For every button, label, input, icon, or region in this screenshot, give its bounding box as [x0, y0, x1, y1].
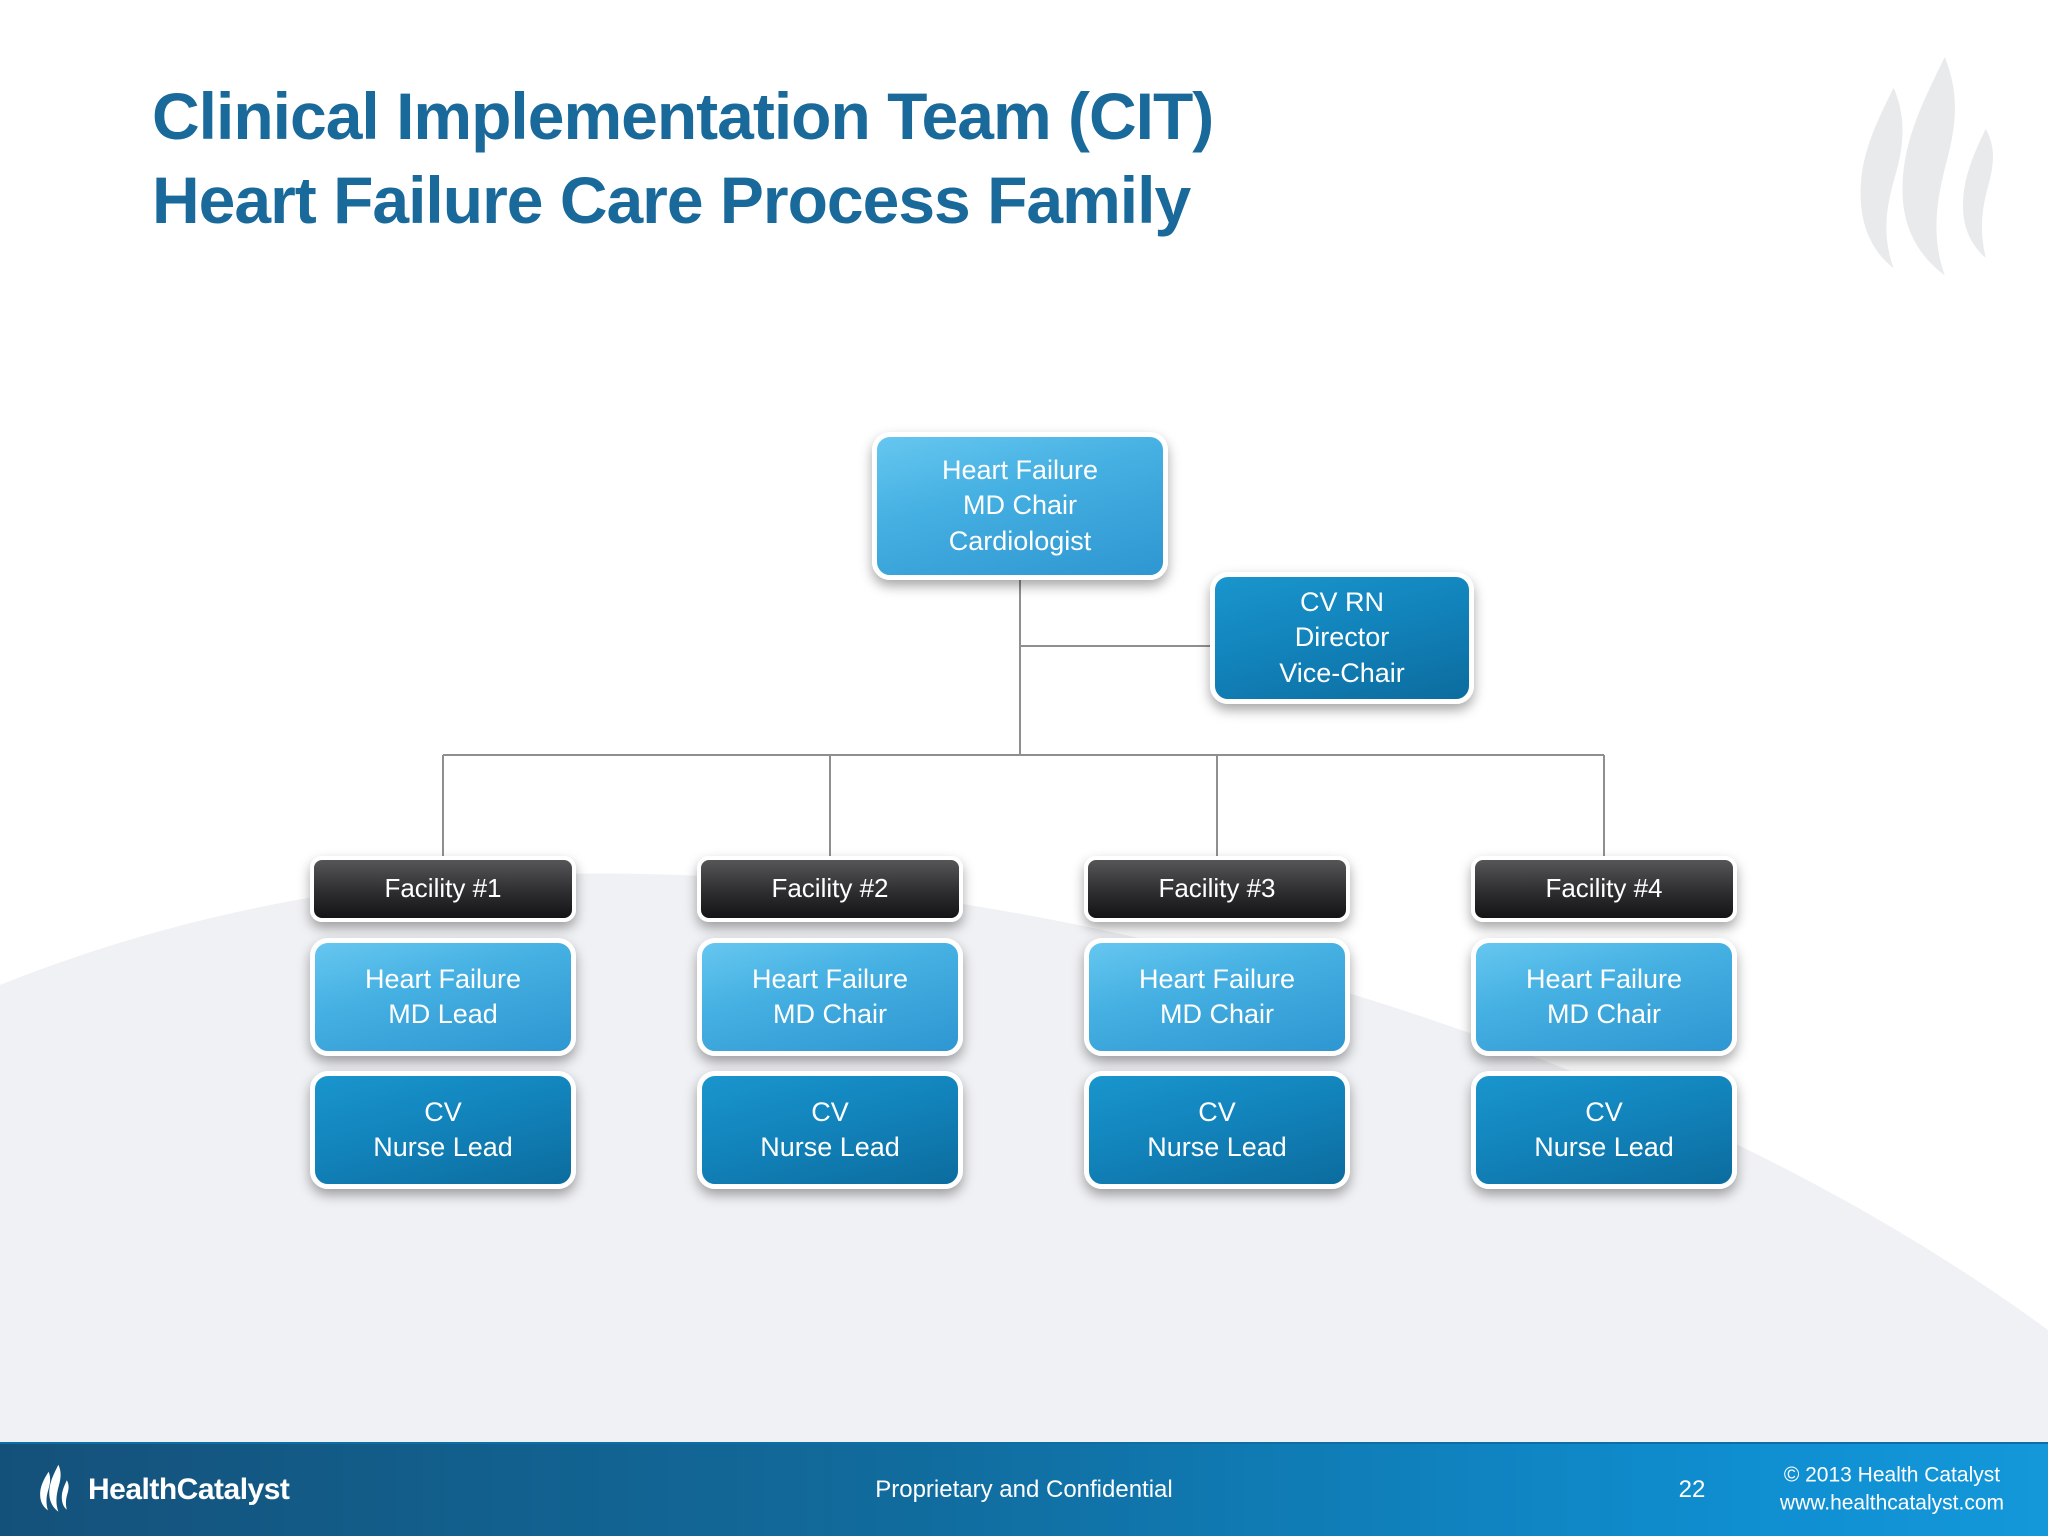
page-number: 22 — [1678, 1476, 1706, 1503]
footer-logo-text: HealthCatalyst — [88, 1473, 290, 1506]
footer-confidential-text: Proprietary and Confidential — [875, 1476, 1173, 1503]
org-node-facility-1-md: Heart Failure MD Lead — [310, 938, 576, 1056]
slide-title-line-1: Clinical Implementation Team (CIT) — [152, 79, 1214, 153]
org-node-facility-4-md: Heart Failure MD Chair — [1471, 938, 1737, 1056]
org-node-facility-3: Facility #3 — [1084, 856, 1350, 922]
health-catalyst-flame-icon — [40, 1464, 69, 1512]
org-node-facility-2: Facility #2 — [697, 856, 963, 922]
footer-copyright: © 2013 Health Catalyst www.healthcatalys… — [1779, 1463, 2004, 1515]
org-node-facility-1-nurse: CV Nurse Lead — [310, 1071, 576, 1189]
org-node-facility-2-nurse: CV Nurse Lead — [697, 1071, 963, 1189]
footer-bar: HealthCatalyst Proprietary and Confident… — [0, 1442, 2048, 1536]
slide-title-line-2: Heart Failure Care Process Family — [152, 163, 1191, 238]
org-node-cv-rn-director-vice-chair: CV RN Director Vice-Chair — [1210, 572, 1474, 704]
org-node-facility-4: Facility #4 — [1471, 856, 1737, 922]
slide-title: Clinical Implementation Team (CIT) Heart… — [152, 74, 1214, 243]
org-node-facility-3-md: Heart Failure MD Chair — [1084, 938, 1350, 1056]
org-node-facility-4-nurse: CV Nurse Lead — [1471, 1071, 1737, 1189]
org-node-facility-3-nurse: CV Nurse Lead — [1084, 1071, 1350, 1189]
org-node-md-chair-cardiologist: Heart Failure MD Chair Cardiologist — [872, 432, 1168, 580]
org-node-facility-2-md: Heart Failure MD Chair — [697, 938, 963, 1056]
footer-logo: HealthCatalyst — [36, 1462, 290, 1518]
org-node-facility-1: Facility #1 — [310, 856, 576, 922]
health-catalyst-flame-icon — [1860, 57, 1993, 276]
